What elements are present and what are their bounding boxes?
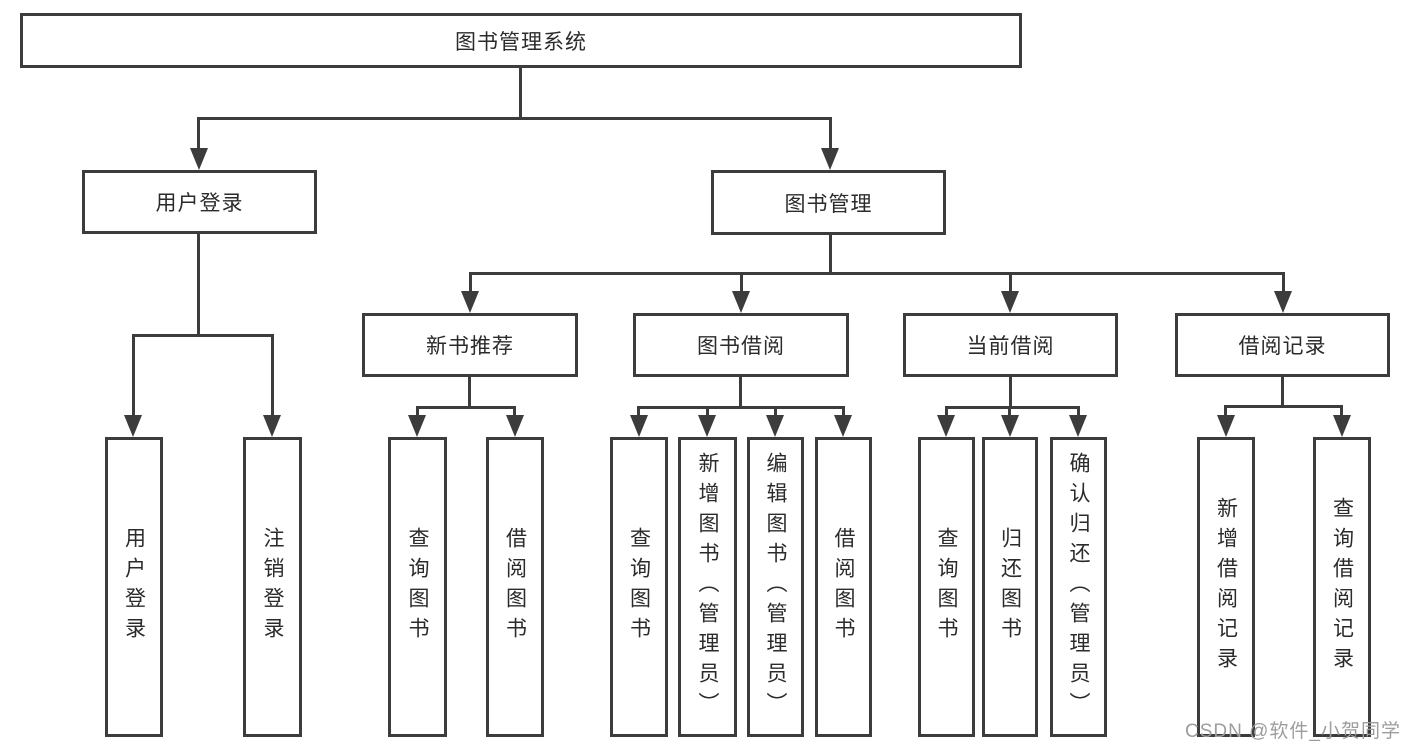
connector-line [1009, 272, 1012, 294]
connector-line [1340, 405, 1343, 418]
arrowhead-down-icon [124, 415, 142, 437]
connector-line [637, 406, 845, 409]
leaf-borrow-books-recommend: 借阅图书 [486, 437, 544, 737]
node-new-book-recommend: 新书推荐 [362, 313, 578, 377]
arrowhead-down-icon [834, 415, 852, 437]
node-user-login: 用户登录 [82, 170, 317, 234]
arrowhead-down-icon [821, 148, 839, 170]
leaf-query-borrow-record: 查询借阅记录 [1313, 437, 1371, 737]
node-borrow-records: 借阅记录 [1175, 313, 1390, 377]
node-book-management: 图书管理 [711, 170, 946, 235]
connector-line [197, 117, 200, 152]
connector-line [1008, 406, 1011, 418]
arrowhead-down-icon [732, 291, 750, 313]
leaf-add-books-admin: 新增图书（管理员） [678, 437, 737, 737]
connector-line [829, 117, 832, 152]
connector-line [469, 272, 472, 294]
arrowhead-down-icon [461, 291, 479, 313]
arrowhead-down-icon [1217, 415, 1235, 437]
connector-line [829, 233, 832, 275]
leaf-user-login: 用户登录 [105, 437, 163, 737]
connector-line [945, 406, 1080, 409]
arrowhead-down-icon [506, 415, 524, 437]
connector-line [416, 406, 516, 409]
connector-line [1077, 406, 1080, 418]
connector-line [1224, 405, 1227, 418]
connector-line [468, 375, 471, 409]
arrowhead-down-icon [937, 415, 955, 437]
node-book-borrow: 图书借阅 [633, 313, 849, 377]
connector-line [1009, 375, 1012, 409]
node-current-borrow: 当前借阅 [903, 313, 1118, 377]
arrowhead-down-icon [263, 415, 281, 437]
connector-line [271, 334, 274, 419]
connector-line [739, 375, 742, 409]
arrowhead-down-icon [190, 148, 208, 170]
connector-line [706, 406, 709, 418]
connector-line [945, 406, 948, 418]
arrowhead-down-icon [1274, 291, 1292, 313]
connector-line [774, 406, 777, 418]
leaf-edit-books-admin: 编辑图书（管理员） [747, 437, 804, 737]
connector-line [513, 406, 516, 418]
leaf-logout: 注销登录 [243, 437, 302, 737]
leaf-return-books: 归还图书 [982, 437, 1038, 737]
connector-line [1282, 272, 1285, 294]
leaf-borrow-books: 借阅图书 [815, 437, 872, 737]
arrowhead-down-icon [630, 415, 648, 437]
arrowhead-down-icon [1333, 415, 1351, 437]
leaf-add-borrow-record: 新增借阅记录 [1197, 437, 1255, 737]
leaf-query-books-recommend: 查询图书 [388, 437, 447, 737]
arrowhead-down-icon [408, 415, 426, 437]
csdn-watermark: CSDN @软件_小贺同学 [1185, 721, 1401, 742]
connector-line [1224, 405, 1343, 408]
connector-line [469, 272, 1285, 275]
connector-line [740, 272, 743, 294]
leaf-confirm-return-admin: 确认归还（管理员） [1050, 437, 1107, 737]
connector-line [197, 117, 832, 120]
arrowhead-down-icon [766, 415, 784, 437]
connector-line [637, 406, 640, 418]
connector-line [197, 232, 200, 337]
connector-line [416, 406, 419, 418]
leaf-query-books-current: 查询图书 [918, 437, 975, 737]
connector-line [132, 334, 274, 337]
arrowhead-down-icon [1001, 415, 1019, 437]
leaf-query-books-borrow: 查询图书 [610, 437, 668, 737]
connector-line [519, 66, 522, 120]
connector-line [1281, 375, 1284, 408]
node-root: 图书管理系统 [20, 13, 1022, 68]
arrowhead-down-icon [1001, 291, 1019, 313]
connector-line [132, 334, 135, 419]
arrowhead-down-icon [1069, 415, 1087, 437]
arrowhead-down-icon [698, 415, 716, 437]
connector-line [842, 406, 845, 418]
